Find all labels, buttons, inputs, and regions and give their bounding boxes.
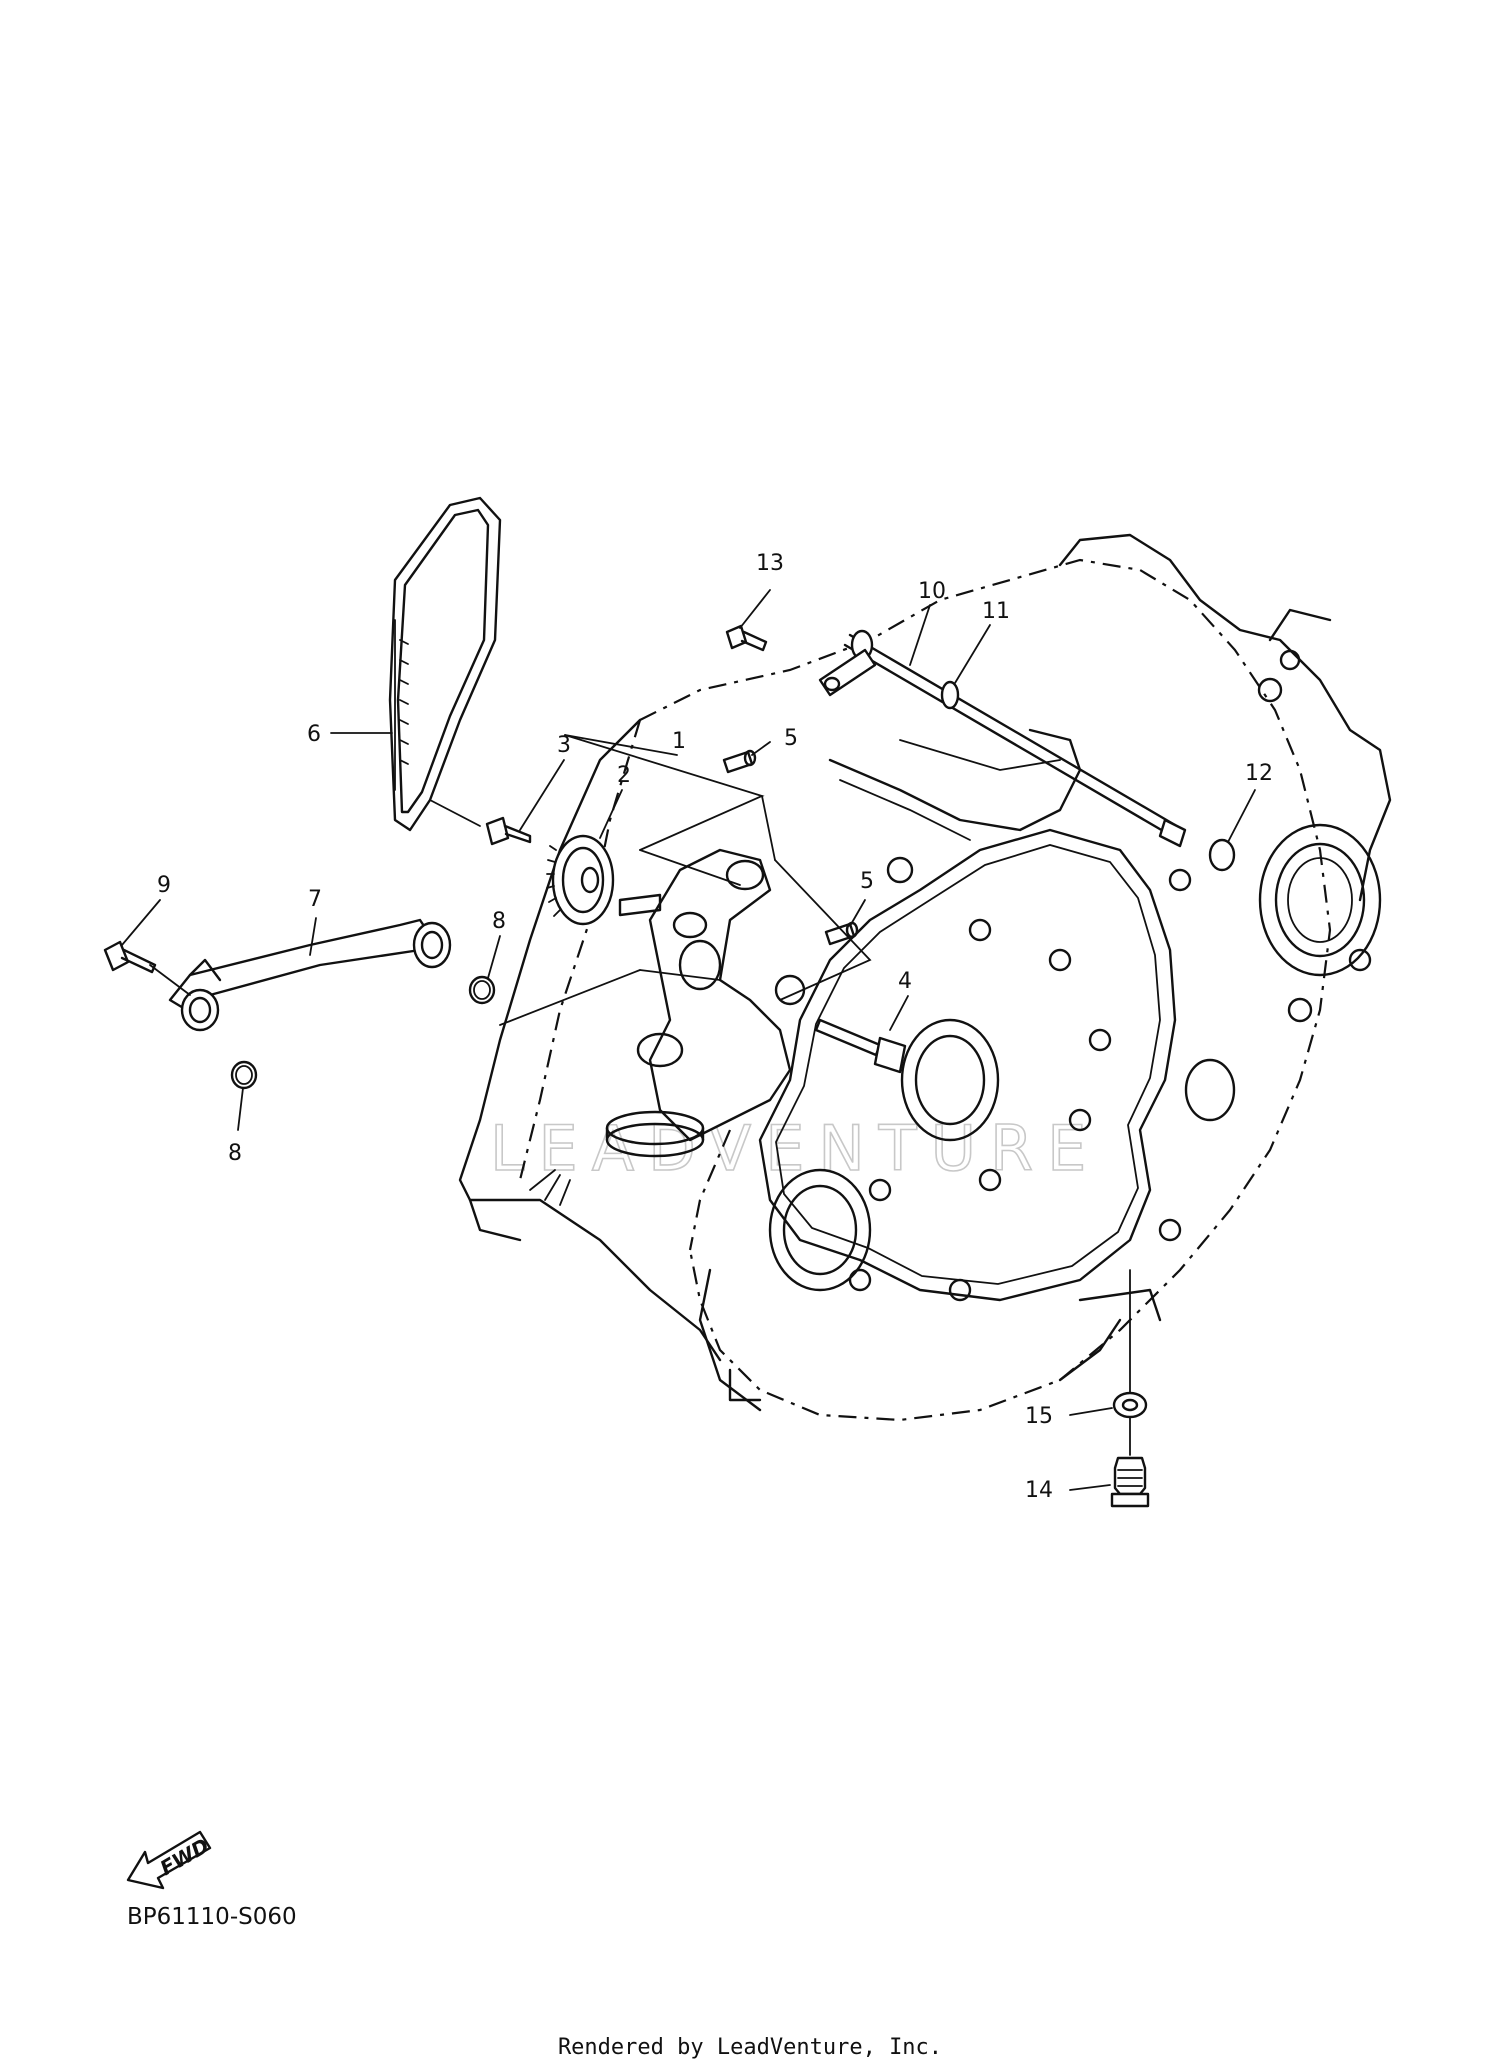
callout-2: 2: [617, 763, 631, 788]
washer-11: [940, 680, 960, 710]
callout-5b: 5: [860, 869, 874, 894]
callout-4: 4: [898, 969, 912, 994]
figure-code: BP61110-S060: [127, 1904, 297, 1930]
oil-delivery-pipe: [168, 918, 452, 1032]
callout-6: 6: [307, 722, 321, 747]
dowel-pin-upper: [722, 749, 757, 774]
leader-lines: [121, 589, 1256, 1491]
callout-7: 7: [308, 887, 322, 912]
callout-labels: 1 2 3 4 5 5 6 7 8 8 9 10 11 12 13 14 15: [157, 551, 1273, 1503]
o-ring-12: [1208, 838, 1236, 872]
callout-8b: 8: [228, 1141, 242, 1166]
callout-10: 10: [918, 579, 946, 604]
footer-credit: Rendered by LeadVenture, Inc.: [557, 2035, 943, 2060]
callout-5a: 5: [784, 726, 798, 751]
drain-bolt-14: [1110, 1456, 1150, 1508]
watermark-text: LEADVENTURE: [490, 1112, 1100, 1185]
bolt-13: [725, 624, 768, 652]
oil-pump-assembly: [605, 848, 806, 1158]
oil-pump-chain: [388, 496, 502, 832]
callout-3: 3: [557, 733, 571, 758]
fwd-arrow-icon: FWD: [126, 1830, 213, 1890]
callout-1: 1: [672, 729, 686, 754]
callout-14: 14: [1025, 1478, 1053, 1503]
gasket-15: [1112, 1391, 1148, 1419]
callout-13: 13: [756, 551, 784, 576]
callout-15: 15: [1025, 1404, 1053, 1429]
callout-9: 9: [157, 873, 171, 898]
o-ring-lower: [230, 1060, 258, 1090]
crankcase: [458, 533, 1392, 1422]
bolt-4: [814, 1018, 907, 1074]
pipe-10: [843, 629, 1187, 848]
union-bolt-9: [103, 940, 157, 974]
o-ring-upper: [468, 975, 496, 1005]
callout-8a: 8: [492, 909, 506, 934]
bolt-3: [485, 816, 532, 846]
callout-11: 11: [982, 599, 1010, 624]
bracket-10: [818, 648, 877, 697]
callout-12: 12: [1245, 761, 1273, 786]
oil-pump-sprocket: [546, 834, 615, 926]
